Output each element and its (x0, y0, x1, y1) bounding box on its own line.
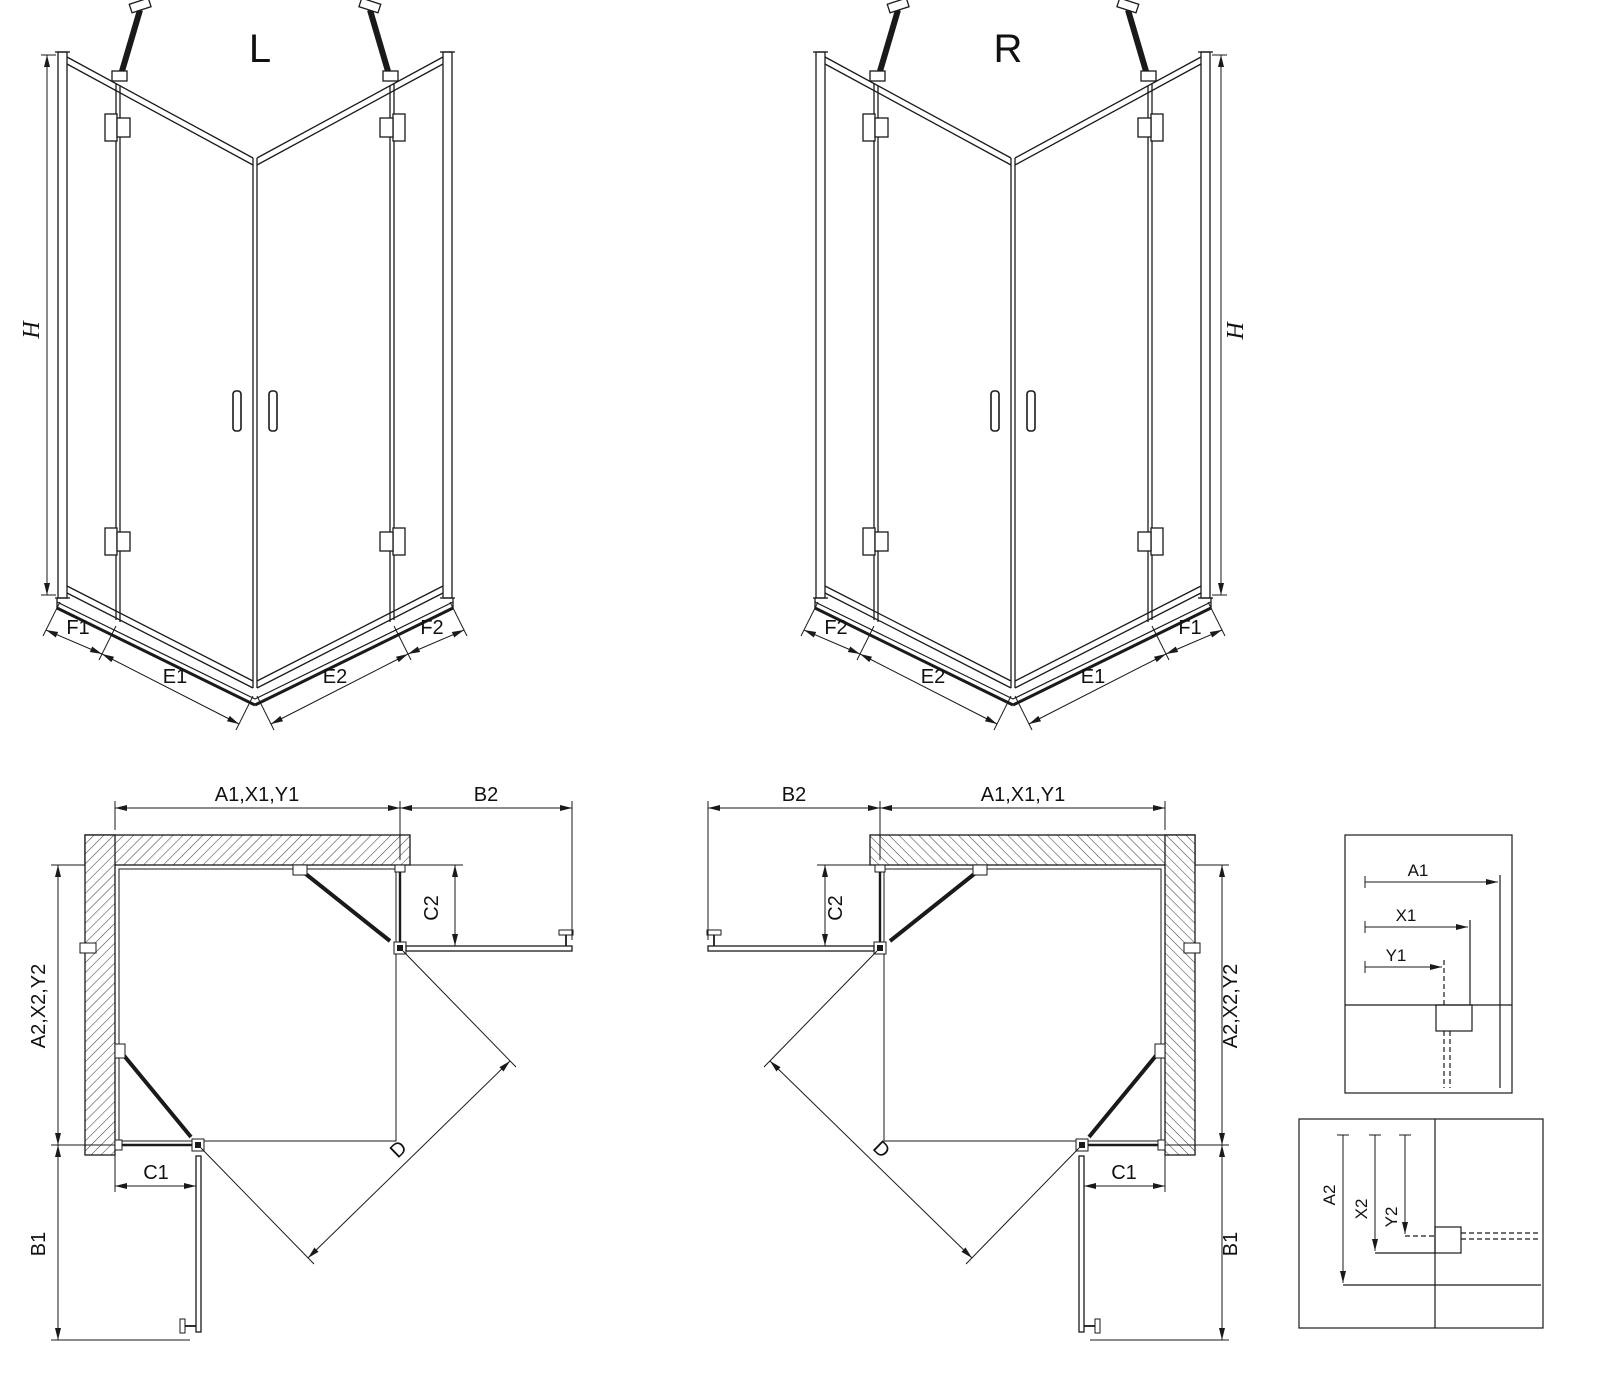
dim-label-f1: F1 (66, 617, 89, 639)
dim-label-b2: B2 (782, 784, 806, 806)
dim-label-a1: A1 (1408, 861, 1429, 880)
dim-label-y2: Y2 (1382, 1207, 1401, 1228)
dim-label-width: A1,X1,Y1 (215, 784, 300, 806)
dim-label-e1: E1 (1081, 666, 1105, 688)
dim-label-a2: A2 (1320, 1185, 1339, 1206)
dim-label-e2: E2 (921, 666, 945, 688)
dim-label-b1: B1 (30, 1232, 50, 1256)
dim-label-f2: F2 (420, 617, 443, 639)
detail1-linework (1345, 835, 1512, 1093)
dim-label-x2: X2 (1352, 1199, 1371, 1220)
detail-view-vertical: A2 X2 Y2 (1295, 1115, 1550, 1335)
dim-label-f1: F1 (1178, 617, 1201, 639)
dim-label-c1: C1 (1111, 1162, 1137, 1184)
dim-label-h: H (20, 320, 45, 340)
iso-linework-left (41, 0, 467, 730)
iso-linework-right (801, 0, 1227, 730)
dim-label-e1: E1 (163, 666, 187, 688)
dim-label-h: H (1221, 320, 1247, 340)
dim-label-width: A1,X1,Y1 (981, 784, 1066, 806)
dim-label-f2: F2 (824, 617, 847, 639)
view-title-right: R (994, 27, 1023, 71)
dim-label-c2: C2 (421, 895, 443, 921)
iso-view-right: R H F2 E2 E1 F1 (795, 0, 1247, 745)
plan-linework-right (707, 801, 1229, 1340)
plan-linework-left (51, 801, 573, 1340)
dim-label-depth: A2,X2,Y2 (30, 964, 50, 1049)
plan-view-left: A1,X1,Y1 B2 C2 A2,X2,Y2 C1 B1 D (30, 784, 610, 1373)
plan-view-right: B2 A1,X1,Y1 C2 A2,X2,Y2 C1 B1 D (670, 784, 1242, 1373)
view-title-left: L (249, 27, 271, 71)
dim-label-e2: E2 (323, 666, 347, 688)
dim-label-c1: C1 (143, 1162, 169, 1184)
dim-label-b2: B2 (474, 784, 498, 806)
iso-view-left: L H F1 E1 E2 F2 (20, 0, 470, 745)
dim-label-x1: X1 (1396, 906, 1417, 925)
detail-view-horizontal: A1 X1 Y1 (1340, 830, 1520, 1100)
dim-label-y1: Y1 (1386, 946, 1407, 965)
dim-label-b1: B1 (1220, 1232, 1242, 1256)
dim-label-c2: C2 (825, 895, 847, 921)
detail2-linework (1299, 1119, 1543, 1328)
dim-label-depth: A2,X2,Y2 (1220, 964, 1242, 1049)
